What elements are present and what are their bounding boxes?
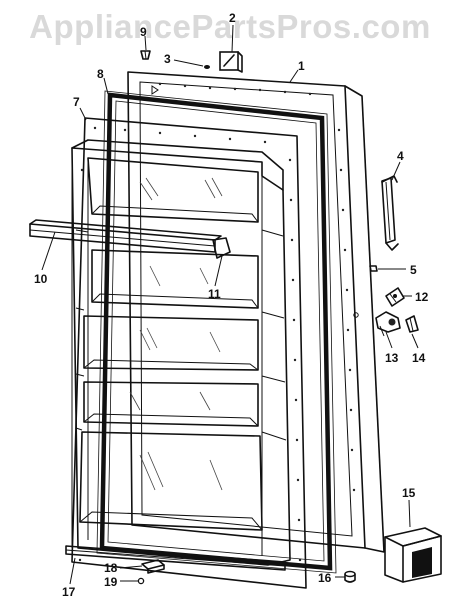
callout-9: 9	[140, 25, 147, 39]
callout-1: 1	[298, 59, 305, 73]
callout-3: 3	[164, 52, 171, 66]
part-rail-end-cap	[212, 237, 231, 259]
part-clip-screw	[137, 577, 145, 585]
callout-19: 19	[104, 575, 118, 589]
callout-18: 18	[104, 561, 118, 575]
callout-16: 16	[318, 571, 332, 585]
callout-7: 7	[73, 95, 80, 109]
callout-labels: 2 1 3 9 4 5 12 8 7 10 11 13 14 15 16 17 …	[34, 11, 429, 599]
part-latch	[375, 311, 401, 337]
leader-lines	[41, 24, 419, 585]
callout-10: 10	[34, 272, 48, 286]
part-small-screw	[204, 65, 210, 69]
part-bottom-clip	[141, 559, 165, 574]
part-bottom-trim	[65, 545, 286, 571]
part-latch-striker	[405, 315, 419, 333]
watermark-logo: AppliancePartsPros.com	[29, 8, 431, 45]
callout-17: 17	[62, 585, 76, 599]
part-door-gasket	[96, 90, 337, 574]
callout-2: 2	[229, 11, 236, 25]
part-door-stop-block	[384, 527, 442, 583]
part-door-handle	[381, 175, 399, 251]
callout-8: 8	[97, 67, 104, 81]
part-outer-door-panel	[127, 71, 385, 553]
part-screw	[140, 50, 151, 60]
part-bumper-plug	[344, 570, 356, 583]
part-shelf-rail	[29, 219, 222, 253]
callout-15: 15	[402, 486, 416, 500]
callout-12: 13	[385, 351, 399, 365]
part-door-stop-bracket	[219, 51, 243, 73]
callout-4: 4	[397, 149, 404, 163]
part-handle-screw	[369, 265, 378, 272]
callout-14: 12	[415, 290, 429, 304]
part-latch-bracket	[385, 287, 405, 307]
callout-11: 11	[208, 287, 221, 301]
callout-13: 14	[412, 351, 426, 365]
callout-5: 5	[410, 263, 417, 277]
liner-compartments	[71, 139, 291, 566]
